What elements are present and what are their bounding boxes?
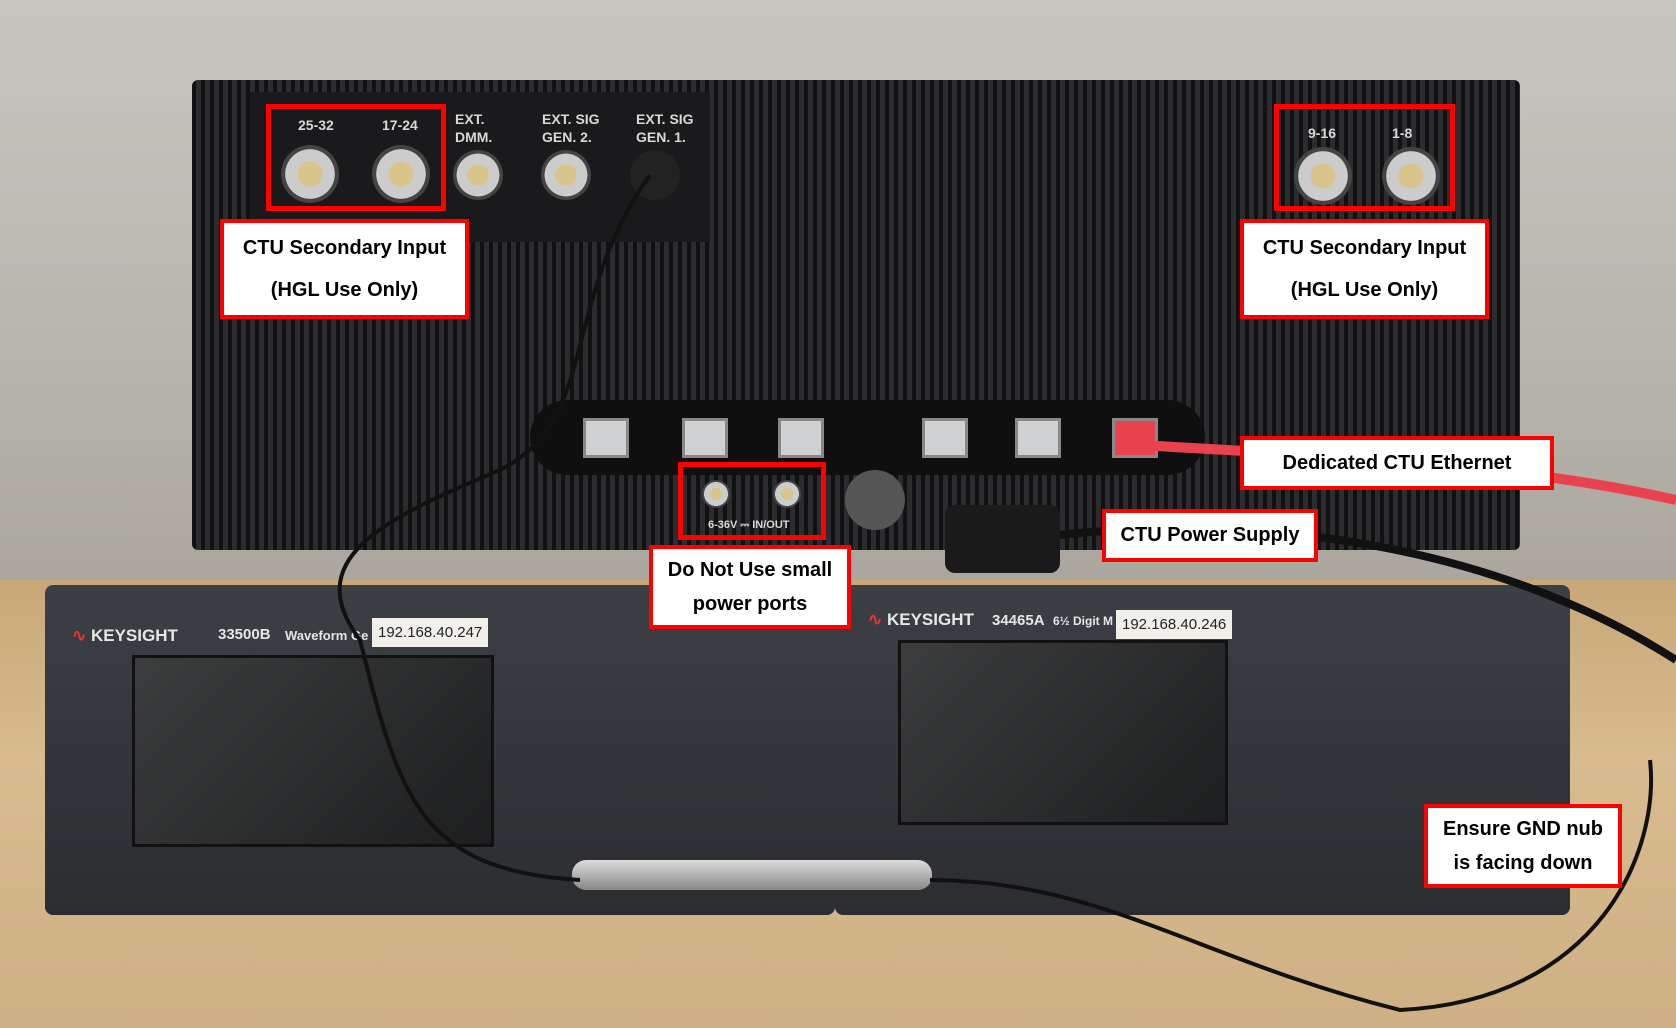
- label-power-ports: 6-36V ⎓ IN/OUT: [708, 519, 790, 531]
- ethernet-port-bar: [530, 400, 1205, 475]
- waveform-generator-brand: ∿ KEYSIGHT: [72, 626, 178, 645]
- callout-line: CTU Secondary Input: [242, 236, 447, 259]
- highlight-secondary-input-left: [266, 104, 446, 211]
- power-supply-connector: [845, 470, 905, 530]
- callout-line: Ensure GND nub: [1442, 817, 1603, 840]
- label-ext-dmm: EXT. DMM.: [455, 111, 493, 145]
- label-9-16: 9-16: [1308, 125, 1337, 141]
- label-ext-sig-gen2: EXT. SIG GEN. 2.: [542, 111, 600, 145]
- callout-line: is facing down: [1453, 851, 1593, 874]
- callout-line: power ports: [692, 592, 808, 615]
- bnc-tee-adapter: [572, 860, 932, 890]
- callout-line: Do Not Use small: [667, 558, 833, 581]
- bnc-ext-dmm: [453, 150, 503, 200]
- bnc-ext-sig-gen2: [541, 150, 591, 200]
- waveform-generator-model: 33500B: [218, 626, 271, 643]
- ethernet-port: [922, 418, 968, 458]
- multimeter-name: 6½ Digit M: [1053, 614, 1114, 628]
- label-17-24: 17-24: [382, 117, 418, 133]
- callout-line: (HGL Use Only): [270, 278, 419, 301]
- connector-9-16: [1294, 147, 1352, 205]
- callout-small-power-ports: Do Not Use small power ports: [649, 545, 851, 629]
- callout-dedicated-ethernet: Dedicated CTU Ethernet: [1240, 436, 1554, 490]
- multimeter-model: 34465A: [992, 612, 1045, 629]
- connector-1-8: [1382, 147, 1440, 205]
- small-power-port: [773, 480, 801, 508]
- callout-secondary-input-right: CTU Secondary Input (HGL Use Only): [1240, 219, 1489, 319]
- multimeter-brand: ∿ KEYSIGHT: [868, 610, 974, 629]
- label-1-8: 1-8: [1392, 125, 1413, 141]
- label-ext-sig-gen1: EXT. SIG GEN. 1.: [636, 111, 694, 145]
- ferrite-choke: [945, 505, 1060, 573]
- callout-line: (HGL Use Only): [1290, 278, 1439, 301]
- multimeter-screen: [898, 640, 1228, 825]
- callout-line: CTU Secondary Input: [1262, 236, 1467, 259]
- callout-line: CTU Power Supply: [1120, 524, 1300, 546]
- callout-power-supply: CTU Power Supply: [1102, 509, 1318, 562]
- label-25-32: 25-32: [298, 117, 334, 133]
- ethernet-port: [1015, 418, 1061, 458]
- bnc-ext-sig-gen1: [630, 150, 680, 200]
- multimeter-ip-label: 192.168.40.246: [1116, 610, 1233, 639]
- waveform-generator-screen: [132, 655, 494, 847]
- brand-text: KEYSIGHT: [90, 626, 178, 645]
- connector-25-32: [281, 145, 339, 203]
- waveform-generator-name: Waveform Ge: [285, 628, 369, 643]
- callout-gnd-nub: Ensure GND nub is facing down: [1424, 804, 1622, 888]
- callout-line: Dedicated CTU Ethernet: [1282, 451, 1512, 474]
- brand-text: KEYSIGHT: [886, 610, 974, 629]
- highlight-small-power-ports: [678, 462, 826, 540]
- ethernet-port: [682, 418, 728, 458]
- ethernet-port-connected: [1112, 418, 1158, 458]
- waveform-generator-ip-label: 192.168.40.247: [372, 618, 489, 647]
- ethernet-port: [778, 418, 824, 458]
- small-power-port: [702, 480, 730, 508]
- highlight-secondary-input-right: [1274, 104, 1455, 211]
- ethernet-port: [583, 418, 629, 458]
- callout-secondary-input-left: CTU Secondary Input (HGL Use Only): [220, 219, 469, 319]
